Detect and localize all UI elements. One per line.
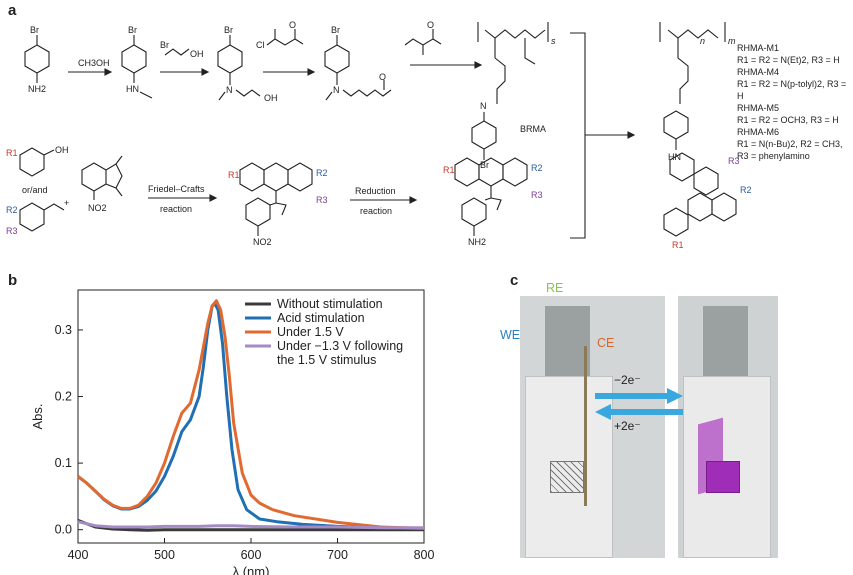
atom-r1-amino: R1 <box>443 165 455 175</box>
atom-oh-3: OH <box>264 93 278 103</box>
atom-br-1: Br <box>30 25 39 35</box>
polymer-subscript-n: n <box>700 36 706 46</box>
atom-no2-anhydride: NO2 <box>88 203 107 213</box>
rhma-m6-r-extra: R3 = phenylamino <box>737 151 810 161</box>
label-friedel-crafts: Friedel–Crafts <box>148 184 205 194</box>
rhma-m4-r: R1 = R2 = N(p-tolyl)2, R3 = H <box>737 79 847 101</box>
x-tick-label: 500 <box>154 548 175 562</box>
label-forward: −2e⁻ <box>614 373 641 387</box>
x-axis-label: λ (nm) <box>233 564 270 575</box>
legend-label-2: Under 1.5 V <box>277 325 344 339</box>
rhma-m5-r: R1 = R2 = OCH3, R3 = H <box>737 115 839 125</box>
polymer-subscript-s: s <box>551 36 556 46</box>
rhma-list: RHMA-M1 R1 = R2 = N(Et)2, R3 = H RHMA-M4… <box>737 42 853 162</box>
legend-label-0: Without stimulation <box>277 297 383 311</box>
atom-o-mac: O <box>289 20 297 30</box>
rhma-m6-r: R1 = N(n-Bu)2, R2 = CH3, <box>737 139 843 149</box>
brma-label: BRMA <box>520 124 547 134</box>
panel-label-b: b <box>8 272 18 289</box>
counter-wire <box>584 346 587 506</box>
x-tick-label: 400 <box>68 548 89 562</box>
atom-o-4: O <box>379 72 387 82</box>
polymer-subscript-m: m <box>728 36 736 46</box>
atom-r2-fluoran: R2 <box>316 168 328 178</box>
panel-label-a: a <box>8 2 17 19</box>
atom-no2-fluoran: NO2 <box>253 237 272 247</box>
x-tick-label: 800 <box>414 548 435 562</box>
atom-r2-amino: R2 <box>531 163 543 173</box>
atom-hn-2: HN <box>126 84 139 94</box>
atom-n-3: N <box>226 85 233 95</box>
label-reduction-reaction: reaction <box>360 206 393 216</box>
x-tick-label: 700 <box>327 548 348 562</box>
atom-br-2: Br <box>128 25 137 35</box>
electrode-holder-after <box>703 306 748 376</box>
label-back: +2e⁻ <box>614 419 641 433</box>
label-re: RE <box>546 281 564 295</box>
atom-cl: Cl <box>256 40 265 50</box>
atom-r3-rhma: R3 <box>728 156 740 166</box>
legend-label-4: the 1.5 V stimulus <box>277 353 376 367</box>
working-electrode-mesh <box>550 461 584 493</box>
label-fc-reaction: reaction <box>160 204 193 214</box>
x-tick-label: 600 <box>241 548 262 562</box>
atom-oh-resorcinol: OH <box>55 145 69 155</box>
y-tick-label: 0.2 <box>55 390 72 404</box>
atom-r1-resorcinol: R1 <box>6 148 18 158</box>
atom-br-4: Br <box>331 25 340 35</box>
atom-r2-rhma: R2 <box>740 185 752 195</box>
y-tick-label: 0.1 <box>55 456 72 470</box>
plot-frame <box>77 289 425 544</box>
atom-r2-anisole: R2 <box>6 205 18 215</box>
atom-r1-fluoran: R1 <box>228 170 240 180</box>
atom-nh2-1: NH2 <box>28 84 47 94</box>
panel-label-c: c <box>510 272 519 289</box>
y-axis-label: Abs. <box>30 403 45 429</box>
atom-oh-reagent: OH <box>190 49 204 59</box>
scheme-structures <box>19 22 737 239</box>
absorption-chart: 400 500 600 700 800 0.0 0.1 0.2 0.3 λ (nm) Abs. Wit… <box>30 289 435 575</box>
label-plus: + <box>64 198 70 208</box>
series-line-3 <box>77 520 424 530</box>
atom-r3-fluoran: R3 <box>316 195 328 205</box>
atom-o-mma: O <box>427 20 435 30</box>
label-reduction: Reduction <box>355 186 396 196</box>
label-ce: CE <box>597 336 615 350</box>
legend-label-1: Acid stimulation <box>277 311 365 325</box>
rhma-m1-name: RHMA-M1 <box>737 43 779 53</box>
atom-br-polymer: Br <box>480 160 489 170</box>
atom-r3-amino: R3 <box>531 190 543 200</box>
y-tick-label: 0.3 <box>55 323 72 337</box>
atom-r1-rhma: R1 <box>672 240 684 250</box>
magenta-mesh <box>706 461 740 493</box>
photo-after <box>678 296 778 558</box>
electrode-holder <box>545 306 590 376</box>
photo-before <box>520 296 665 558</box>
label-or-and: or/and <box>22 185 48 195</box>
atom-r3-anisole: R3 <box>6 226 18 236</box>
series-line-2 <box>77 299 425 530</box>
label-we: WE <box>500 328 521 342</box>
legend-label-3: Under −1.3 V following <box>277 339 403 353</box>
rhma-m5-name: RHMA-M5 <box>737 103 779 113</box>
reagent-methanol: CH3OH <box>78 58 110 68</box>
reaction-arrows <box>595 388 683 420</box>
atom-nh2-amino: NH2 <box>468 237 487 247</box>
atom-n-polymer: N <box>480 101 487 111</box>
series-line-0 <box>77 518 424 532</box>
rhma-m4-name: RHMA-M4 <box>737 67 779 77</box>
atom-br-reagent: Br <box>160 40 169 50</box>
rhma-m6-name: RHMA-M6 <box>737 127 779 137</box>
atom-hn-rhma: HN <box>668 152 681 162</box>
y-tick-label: 0.0 <box>55 523 72 537</box>
rhma-m1-r: R1 = R2 = N(Et)2, R3 = H <box>737 55 840 65</box>
atom-n-4: N <box>333 85 340 95</box>
atom-br-3: Br <box>224 25 233 35</box>
